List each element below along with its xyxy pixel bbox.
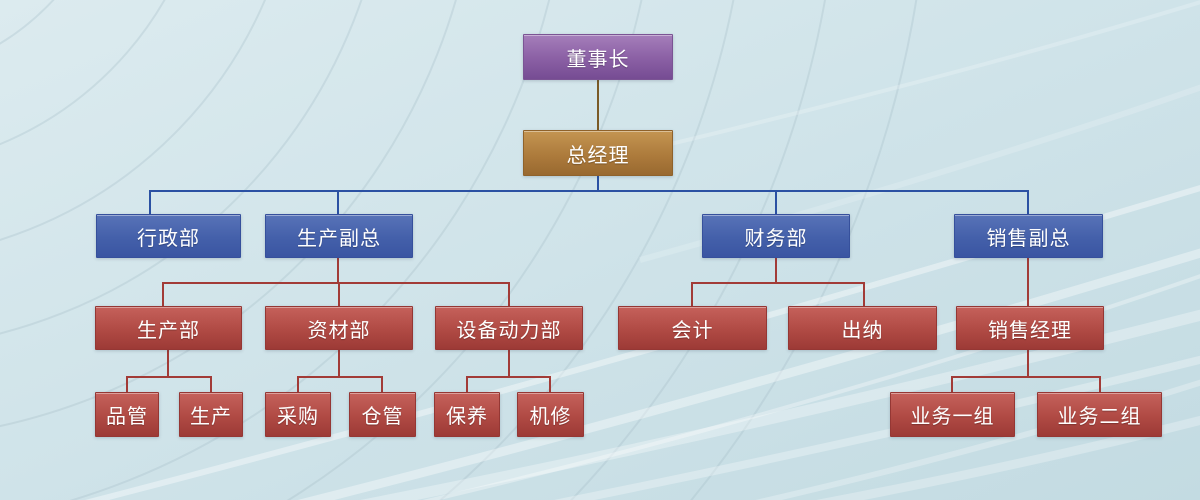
org-node-label: 仓管 [361,406,404,428]
org-node-label: 业务一组 [910,406,995,428]
org-node-purchasing[interactable]: 采购 [265,392,331,437]
connector-materials-rail-to-materials-children [297,376,383,392]
org-node-label: 设备动力部 [456,319,562,342]
connector-pd-rail-to-pd-children [126,376,212,392]
org-node-label: 总经理 [566,144,630,167]
org-node-production-dept[interactable]: 生产部 [95,306,242,350]
org-node-materials-dept[interactable]: 资材部 [265,306,413,350]
org-node-machine-repair[interactable]: 机修 [517,392,584,437]
org-node-sales-group-2[interactable]: 业务二组 [1037,392,1162,437]
org-node-label: 采购 [277,406,319,428]
connector-finance-rail-to-finance-children [691,282,865,306]
org-node-chairman[interactable]: 董事长 [523,34,673,80]
org-node-label: 保养 [446,406,488,428]
org-node-production[interactable]: 生产 [179,392,243,437]
org-node-label: 业务二组 [1057,406,1142,428]
org-node-label: 董事长 [566,48,630,71]
org-node-finance-dept[interactable]: 财务部 [702,214,850,258]
org-node-label: 资材部 [307,319,371,342]
connector-production-rail-to-production-children [162,282,510,306]
org-node-accounting[interactable]: 会计 [618,306,767,350]
org-node-label: 生产 [190,406,232,428]
org-node-production-vp[interactable]: 生产副总 [265,214,413,258]
org-node-maintenance[interactable]: 保养 [434,392,500,437]
org-node-quality-control[interactable]: 品管 [95,392,159,437]
org-node-admin-dept[interactable]: 行政部 [96,214,241,258]
org-node-label: 销售经理 [988,319,1072,342]
org-node-sales-vp[interactable]: 销售副总 [954,214,1103,258]
org-node-label: 行政部 [137,227,200,250]
org-node-sales-group-1[interactable]: 业务一组 [890,392,1015,437]
connector-sales-rail-to-sales-children [951,376,1101,392]
org-node-sales-manager[interactable]: 销售经理 [956,306,1104,350]
org-node-label: 销售副总 [986,227,1071,250]
org-node-label: 品管 [106,406,148,428]
org-node-label: 会计 [671,319,714,342]
connector-equipment-rail-to-equipment-children [466,376,551,392]
connector-level3-rail-to-admin-dept-sales-vp [149,190,1029,214]
org-node-label: 生产部 [137,319,200,342]
org-node-warehouse[interactable]: 仓管 [349,392,416,437]
org-node-equipment-power-dept[interactable]: 设备动力部 [435,306,583,350]
org-node-label: 财务部 [744,227,808,250]
org-node-label: 出纳 [841,319,884,342]
org-node-label: 生产副总 [297,227,381,250]
org-node-label: 机修 [529,406,572,428]
org-node-general-manager[interactable]: 总经理 [523,130,673,176]
org-node-cashier[interactable]: 出纳 [788,306,937,350]
